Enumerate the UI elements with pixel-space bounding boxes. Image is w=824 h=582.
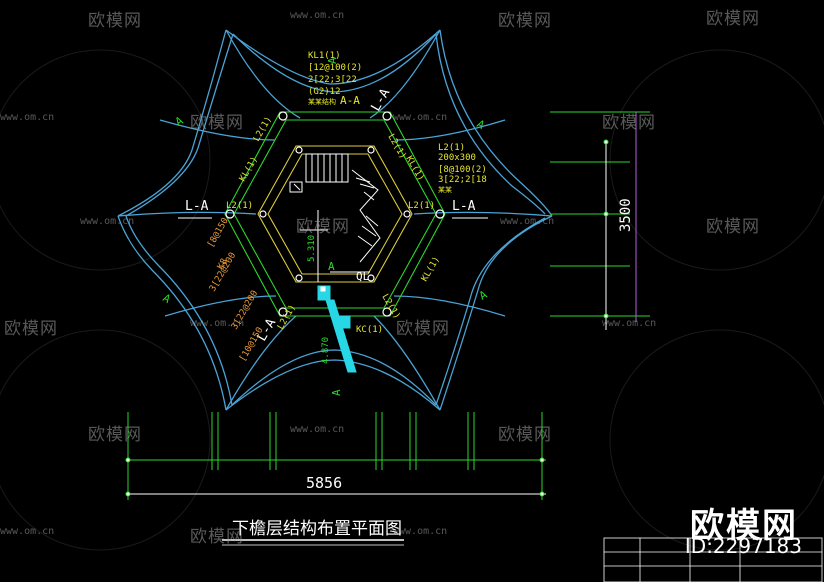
slab-label-5: [10@150 xyxy=(238,326,266,364)
section-mark-left: L-A xyxy=(185,199,209,214)
watermark-url-5: www.om.cn xyxy=(500,216,555,227)
kl1-top-note: 某某结构 xyxy=(308,97,336,106)
kl1-top-line1: KL1(1) xyxy=(308,51,341,61)
axis-mark-1: A xyxy=(326,57,339,64)
vertical-dimension xyxy=(550,111,650,330)
l2-right-line2: 200x300 xyxy=(438,153,476,163)
elevation-a: 5.310 xyxy=(307,235,317,262)
stair-treads xyxy=(289,153,381,282)
roof-eave-curves xyxy=(117,29,553,411)
label-ql: QL xyxy=(356,270,370,283)
label-l2-right: L2(1) xyxy=(408,201,435,211)
axis-mark-5: A xyxy=(477,288,490,303)
inner-beam-hexagon xyxy=(257,145,413,283)
dimension-horizontal: 5856 xyxy=(306,474,342,492)
kl1-top-line2: [12@100(2) xyxy=(308,63,362,73)
l2-right-note: 某某 xyxy=(438,186,452,194)
slab-label-1: [8@150 xyxy=(206,216,231,249)
label-l2-left: L2(1) xyxy=(226,201,253,211)
beam-labels: KL1(1) [12@100(2) 2[22;3[22 (G2)12 某某结构 … xyxy=(226,51,487,335)
section-label-aa: A-A xyxy=(340,94,360,107)
label-kc: KC(1) xyxy=(356,325,383,335)
l2-right-line4: 3[22;2[18 xyxy=(438,175,487,185)
watermark-url-1: www.om.cn xyxy=(290,10,345,21)
slab-label-2: K8 xyxy=(216,257,230,271)
watermark-url-2: www.om.cn xyxy=(0,112,55,123)
watermark-id: ID:2297183 xyxy=(684,534,802,558)
watermark-circles xyxy=(0,49,824,551)
watermark-url-3: www.om.cn xyxy=(393,112,448,123)
watermark-logo-11: 欧模网 xyxy=(190,527,244,547)
watermark-logo-4: 欧模网 xyxy=(602,113,656,133)
watermark-url-10: www.om.cn xyxy=(0,526,55,537)
drawing-title: 下檐层结构布置平面图 xyxy=(232,519,402,539)
watermark-url-9: www.om.cn xyxy=(290,424,345,435)
label-kl-bottom-right: KL(1) xyxy=(420,255,442,283)
l2-right-line3: [8@100(2) xyxy=(438,165,487,175)
watermark-logo-5: 欧模网 xyxy=(296,217,350,237)
label-kl-left: KL(1) xyxy=(238,155,260,183)
section-mark-top: L-A xyxy=(368,86,393,114)
watermark-logo-8: 欧模网 xyxy=(396,319,450,339)
watermark-logo-7: 欧模网 xyxy=(4,319,58,339)
slab-labels: [8@150 K8 3[22@200 3[22@200 [10@150 xyxy=(206,216,266,363)
section-mark-right: L-A xyxy=(452,199,476,214)
watermark-url-4: www.om.cn xyxy=(80,216,135,227)
watermark-url-8: www.om.cn xyxy=(602,318,657,329)
watermark-url-11: www.om.cn xyxy=(393,526,448,537)
kl1-top-line3: 2[22;3[22 xyxy=(308,75,357,85)
watermark-logo-10: 欧模网 xyxy=(498,425,552,445)
watermark-url-7: www.om.cn xyxy=(190,318,245,329)
axis-mark-7: A xyxy=(328,260,335,273)
label-l2-top-right: L2(1) xyxy=(385,133,407,161)
watermark-logo-12: 欧模网 xyxy=(706,9,760,29)
elevation-labels: 5.310 4.870 QL xyxy=(307,235,370,364)
watermark-logo-3: 欧模网 xyxy=(190,113,244,133)
slab-label-3: 3[22@200 xyxy=(208,251,238,294)
dimension-vertical: 3500 xyxy=(618,198,634,232)
watermark-logo-2: 欧模网 xyxy=(498,11,552,31)
cyan-column-elements xyxy=(317,285,357,373)
axis-mark-6: A xyxy=(330,389,343,396)
l2-right-line1: L2(1) xyxy=(438,143,465,153)
big-watermark-logo: 欧模网 xyxy=(690,506,798,546)
watermark-logo-6: 欧模网 xyxy=(706,217,760,237)
watermark-logo-1: 欧模网 xyxy=(88,11,142,31)
horizontal-dimension xyxy=(125,412,546,500)
title-block xyxy=(603,537,823,582)
elevation-b: 4.870 xyxy=(321,337,331,364)
kl1-top-line4: (G2)12 xyxy=(308,87,341,97)
column-markers xyxy=(225,111,445,317)
label-kl-right: KL(1) xyxy=(403,155,425,183)
watermark-logo-9: 欧模网 xyxy=(88,425,142,445)
axis-mark-4: A xyxy=(161,291,174,306)
